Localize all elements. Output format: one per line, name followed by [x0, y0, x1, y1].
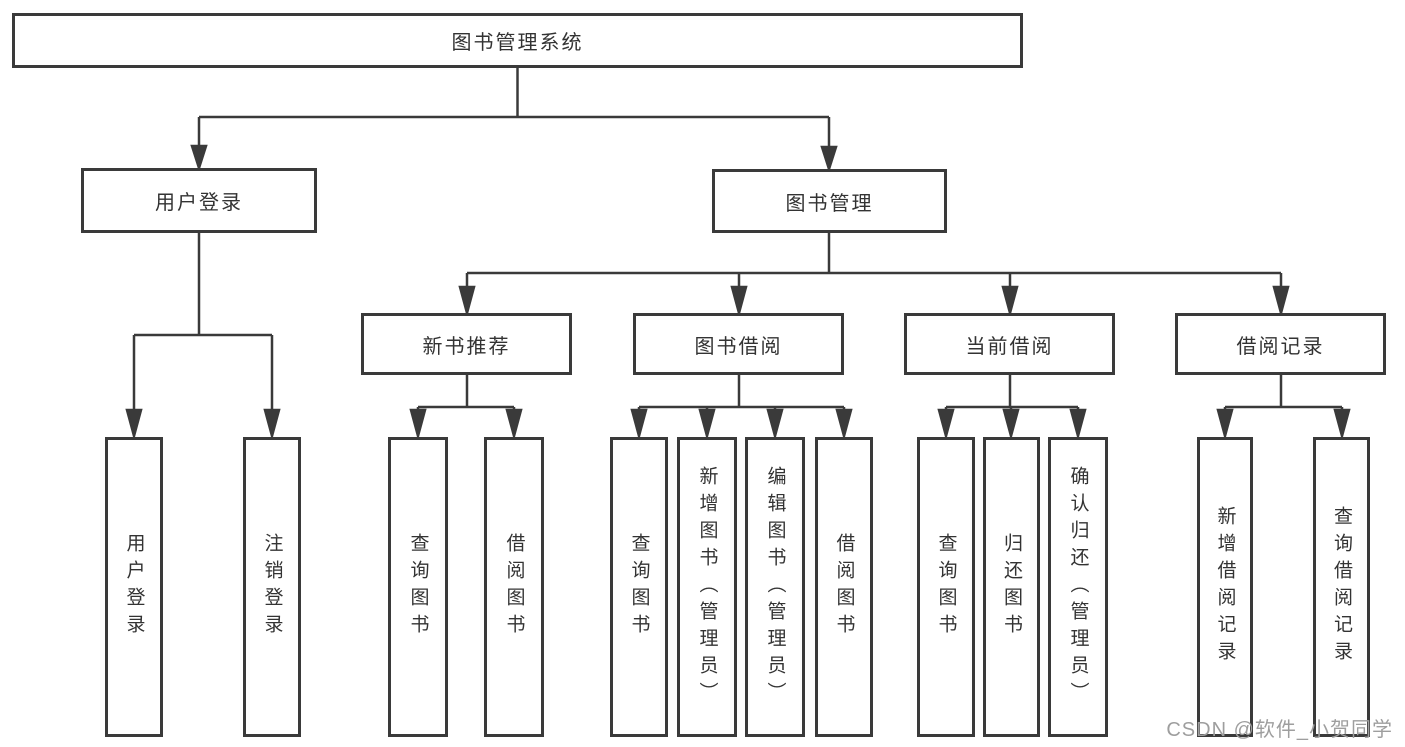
leaf-logout: 注销登录 [243, 437, 301, 737]
node-borrowing-records: 借阅记录 [1175, 313, 1386, 375]
node-root: 图书管理系统 [12, 13, 1023, 68]
node-book-borrowing-label: 图书借阅 [694, 335, 783, 358]
node-new-book-recommend-label: 新书推荐 [422, 335, 511, 358]
leaf-borrow-books-recommend: 借阅图书 [484, 437, 544, 737]
leaf-query-books-borrow: 查询图书 [610, 437, 668, 737]
leaf-query-books-recommend: 查询图书 [388, 437, 448, 737]
node-current-borrowing: 当前借阅 [904, 313, 1115, 375]
leaf-confirm-return-admin: 确认归还（管理员） [1048, 437, 1108, 737]
leaf-return-books: 归还图书 [983, 437, 1040, 737]
leaf-query-books-current: 查询图书 [917, 437, 975, 737]
node-current-borrowing-label: 当前借阅 [965, 335, 1054, 358]
leaf-user-login: 用户登录 [105, 437, 163, 737]
node-book-management: 图书管理 [712, 169, 947, 233]
node-user-login: 用户登录 [81, 168, 317, 233]
node-new-book-recommend: 新书推荐 [361, 313, 572, 375]
node-user-login-label: 用户登录 [155, 192, 243, 214]
node-borrowing-records-label: 借阅记录 [1236, 335, 1325, 358]
node-book-borrowing: 图书借阅 [633, 313, 844, 375]
leaf-borrow-books: 借阅图书 [815, 437, 873, 737]
leaf-edit-books-admin: 编辑图书（管理员） [745, 437, 805, 737]
leaf-add-borrow-record: 新增借阅记录 [1197, 437, 1253, 737]
leaf-add-books-admin: 新增图书（管理员） [677, 437, 737, 737]
leaf-query-borrow-record: 查询借阅记录 [1313, 437, 1370, 737]
watermark-text: CSDN @软件_小贺同学 [1166, 719, 1393, 741]
node-root-label: 图书管理系统 [451, 32, 584, 54]
node-book-management-label: 图书管理 [785, 192, 874, 215]
